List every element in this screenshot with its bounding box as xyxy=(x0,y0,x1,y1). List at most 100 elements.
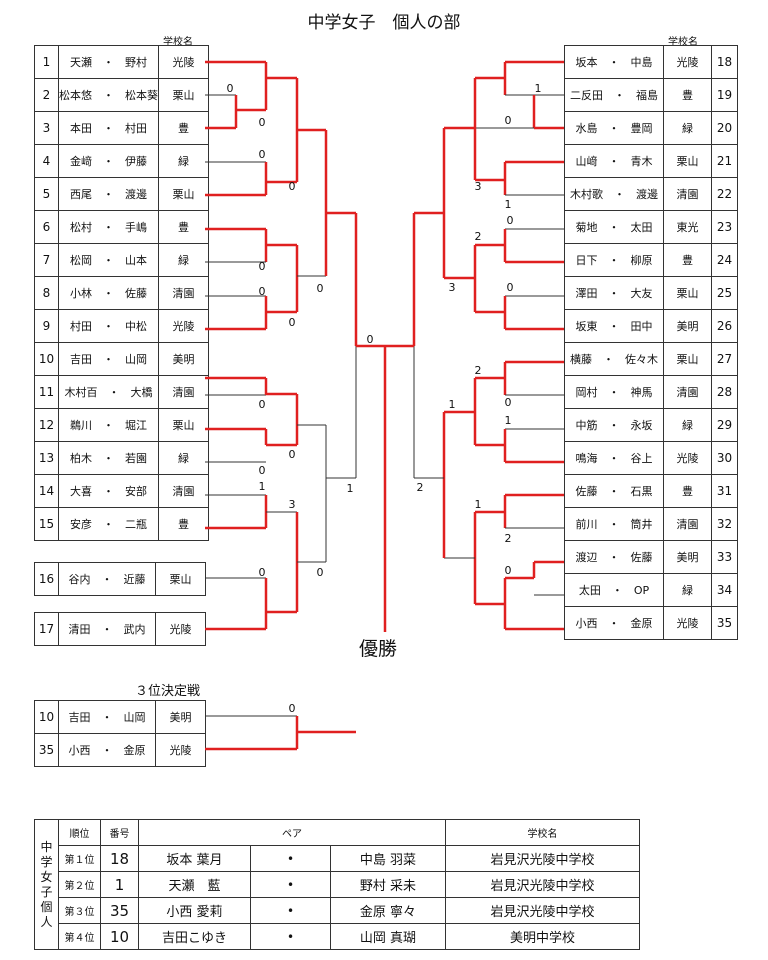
entry-number: 17 xyxy=(34,612,59,646)
match-score: 0 xyxy=(505,114,512,127)
entry-school: 豊 xyxy=(663,243,712,277)
player2-name: 手嶋 xyxy=(125,221,147,234)
player2-name: 金原 xyxy=(630,617,653,630)
player2-name: 村田 xyxy=(125,122,147,135)
entry-number: 31 xyxy=(711,474,738,508)
player1-name: 中筋 xyxy=(575,419,598,432)
entry-number: 27 xyxy=(711,342,738,376)
match-score: 3 xyxy=(449,281,456,294)
entry-number: 10 xyxy=(34,342,59,376)
entry-school: 光陵 xyxy=(158,309,209,343)
match-score: 2 xyxy=(505,532,512,545)
entry-school: 清園 xyxy=(158,474,209,508)
player2-name: 神馬 xyxy=(630,386,653,399)
player2-name: 中島 xyxy=(630,56,653,69)
entry-school: 光陵 xyxy=(663,45,712,79)
entry-pair: 清田 ・ 武内 xyxy=(58,612,156,646)
match-score: 2 xyxy=(475,364,482,377)
entry-school: 豊 xyxy=(158,507,209,541)
result-school: 岩見沢光陵中学校 xyxy=(445,845,640,872)
entry-number: 25 xyxy=(711,276,738,310)
player1-name: 小西 xyxy=(575,617,598,630)
match-score: 0 xyxy=(289,316,296,329)
third-place-title: ３位決定戦 xyxy=(135,684,201,699)
entry-pair: 金﨑 ・ 伊藤 xyxy=(58,144,159,178)
player2-name: 伊藤 xyxy=(125,155,147,168)
match-score: 1 xyxy=(259,480,266,493)
match-score: 0 xyxy=(259,116,266,129)
result-name1: 坂本 葉月 xyxy=(138,845,251,872)
result-name1: 吉田こゆき xyxy=(138,923,251,950)
result-name2: 中島 羽菜 xyxy=(330,845,446,872)
player2-name: 佐々木 xyxy=(625,353,658,366)
match-score: 3 xyxy=(475,180,482,193)
result-name2: 野村 采未 xyxy=(330,871,446,898)
entry-number: 18 xyxy=(711,45,738,79)
result-number: 10 xyxy=(100,923,139,950)
entry-number: 5 xyxy=(34,177,59,211)
entry-number: 20 xyxy=(711,111,738,145)
player2-name: 山本 xyxy=(125,254,147,267)
entry-number: 32 xyxy=(711,507,738,541)
result-dot: • xyxy=(250,923,331,950)
player1-name: 清田 xyxy=(68,623,91,636)
match-score: 0 xyxy=(505,396,512,409)
results-table: 中学女子個人 順位 番号 ペア 学校名 第１位 18 坂本 葉月 • 中島 羽菜… xyxy=(34,819,640,950)
entry-pair: 松本悠 ・ 松本葵 xyxy=(58,78,159,112)
match-score: 0 xyxy=(317,282,324,295)
player1-name: 小林 xyxy=(70,287,92,300)
entry-pair: 太田 ・ OP xyxy=(564,573,664,607)
player1-name: 二反田 xyxy=(570,89,603,102)
player1-name: 吉田 xyxy=(68,711,91,724)
match-score: 2 xyxy=(475,230,482,243)
entry-number: 23 xyxy=(711,210,738,244)
entry-school: 栗山 xyxy=(663,144,712,178)
player2-name: 福島 xyxy=(636,89,658,102)
result-number: 18 xyxy=(100,845,139,872)
player1-name: 谷内 xyxy=(68,573,91,586)
entry-number: 1 xyxy=(34,45,59,79)
player2-name: 松本葵 xyxy=(125,89,158,102)
result-row: 第１位 18 坂本 葉月 • 中島 羽菜 岩見沢光陵中学校 xyxy=(35,845,640,872)
result-number: 1 xyxy=(100,871,139,898)
player1-name: 松岡 xyxy=(70,254,92,267)
player1-name: 坂東 xyxy=(575,320,598,333)
entry-pair: 前川 ・ 筒井 xyxy=(564,507,664,541)
player2-name: 大友 xyxy=(630,287,653,300)
result-name1: 小西 愛莉 xyxy=(138,897,251,924)
entry-pair: 坂本 ・ 中島 xyxy=(564,45,664,79)
result-rank: 第４位 xyxy=(58,923,101,950)
player1-name: 本田 xyxy=(70,122,92,135)
player1-name: 金﨑 xyxy=(70,155,92,168)
player2-name: 武内 xyxy=(123,623,146,636)
player1-name: 鳴海 xyxy=(575,452,598,465)
entry-pair: 松村 ・ 手嶋 xyxy=(58,210,159,244)
player1-name: 岡村 xyxy=(575,386,598,399)
entry-number: 15 xyxy=(34,507,59,541)
result-rank: 第２位 xyxy=(58,871,101,898)
entry-school: 栗山 xyxy=(663,276,712,310)
player1-name: 柏木 xyxy=(70,452,92,465)
player1-name: 松本悠 xyxy=(59,89,93,102)
entry-number: 29 xyxy=(711,408,738,442)
result-name2: 山岡 真瑚 xyxy=(330,923,446,950)
entry-pair: 吉田 ・ 山岡 xyxy=(58,342,159,376)
